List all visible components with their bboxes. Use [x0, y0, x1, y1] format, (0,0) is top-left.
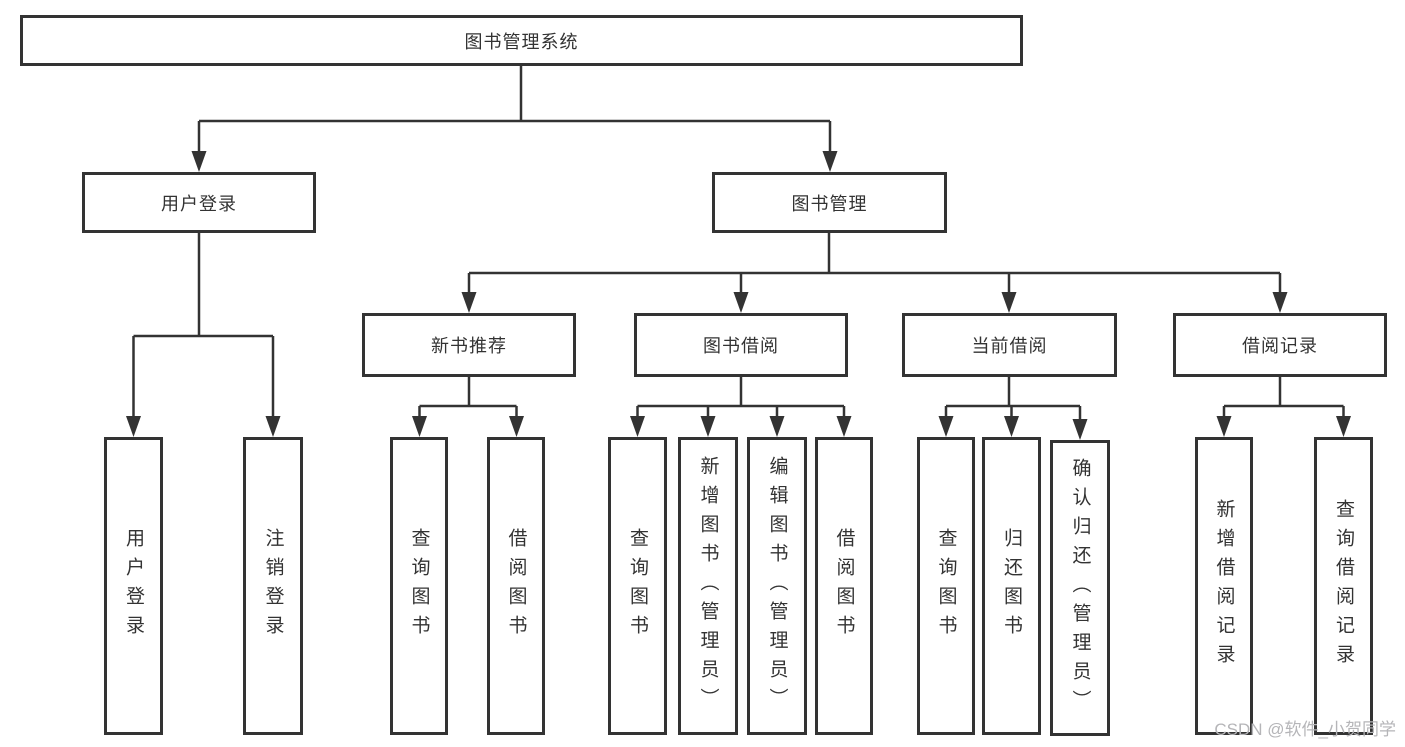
- arrow-down-icon: [700, 416, 716, 437]
- leaf-logout: 注销登录: [243, 437, 303, 735]
- leaf-label: 编辑图书（管理员）: [766, 455, 788, 717]
- arrow-down-icon: [509, 416, 524, 437]
- leaf-add-book-admin: 新增图书（管理员）: [678, 437, 738, 735]
- node-label: 借阅记录: [1242, 336, 1318, 356]
- leaf-label: 归还图书: [1001, 528, 1022, 644]
- node-new-book-recommend: 新书推荐: [362, 313, 576, 377]
- node-user-login: 用户登录: [82, 172, 316, 233]
- arrow-down-icon: [769, 416, 785, 437]
- leaf-borrow-books-recommend: 借阅图书: [487, 437, 545, 735]
- leaf-label: 用户登录: [123, 528, 144, 644]
- node-book-management: 图书管理: [712, 172, 947, 233]
- leaf-label: 借阅图书: [833, 528, 855, 644]
- arrow-down-icon: [1336, 416, 1351, 437]
- leaf-add-borrow-record: 新增借阅记录: [1195, 437, 1253, 735]
- leaf-query-books-recommend: 查询图书: [390, 437, 448, 735]
- arrow-down-icon: [461, 292, 477, 313]
- node-label: 当前借阅: [971, 336, 1048, 356]
- leaf-borrow-books-borrowing: 借阅图书: [815, 437, 873, 735]
- node-label: 图书管理系统: [464, 31, 579, 52]
- node-book-borrowing: 图书借阅: [634, 313, 848, 377]
- node-label: 新书推荐: [431, 336, 507, 356]
- leaf-label: 查询借阅记录: [1333, 499, 1354, 673]
- node-borrowing-records: 借阅记录: [1173, 313, 1387, 377]
- arrow-down-icon: [265, 416, 281, 437]
- leaf-label: 查询图书: [935, 528, 957, 644]
- leaf-label: 借阅图书: [505, 528, 527, 644]
- node-book-management-system: 图书管理系统: [20, 15, 1023, 66]
- node-current-borrowing: 当前借阅: [902, 313, 1117, 377]
- arrow-down-icon: [191, 151, 207, 172]
- arrow-down-icon: [836, 416, 852, 437]
- node-label: 图书借阅: [703, 336, 779, 356]
- arrow-down-icon: [822, 151, 838, 172]
- arrow-down-icon: [630, 416, 645, 437]
- arrow-down-icon: [1001, 292, 1017, 313]
- csdn-watermark: CSDN @软件_小贺同学: [1214, 720, 1396, 739]
- arrow-down-icon: [1004, 416, 1019, 437]
- arrow-down-icon: [938, 416, 954, 437]
- arrow-down-icon: [733, 292, 749, 313]
- node-label: 用户登录: [161, 193, 237, 214]
- arrow-down-icon: [126, 416, 141, 437]
- leaf-edit-book-admin: 编辑图书（管理员）: [747, 437, 807, 735]
- arrow-down-icon: [1072, 419, 1088, 440]
- leaf-label: 新增图书（管理员）: [697, 455, 719, 717]
- leaf-confirm-return-admin: 确认归还（管理员）: [1050, 440, 1110, 736]
- leaf-query-books-current: 查询图书: [917, 437, 975, 735]
- leaf-label: 确认归还（管理员）: [1069, 457, 1091, 719]
- leaf-label: 新增借阅记录: [1213, 499, 1235, 673]
- node-label: 图书管理: [791, 193, 868, 214]
- leaf-query-borrow-record: 查询借阅记录: [1314, 437, 1373, 735]
- arrow-down-icon: [1216, 416, 1232, 437]
- arrow-down-icon: [412, 416, 427, 437]
- leaf-label: 查询图书: [627, 528, 648, 644]
- leaf-label: 查询图书: [408, 528, 430, 644]
- leaf-return-book: 归还图书: [982, 437, 1041, 735]
- arrow-down-icon: [1272, 292, 1288, 313]
- leaf-query-books-borrowing: 查询图书: [608, 437, 667, 735]
- leaf-label: 注销登录: [262, 528, 284, 644]
- leaf-user-login: 用户登录: [104, 437, 163, 735]
